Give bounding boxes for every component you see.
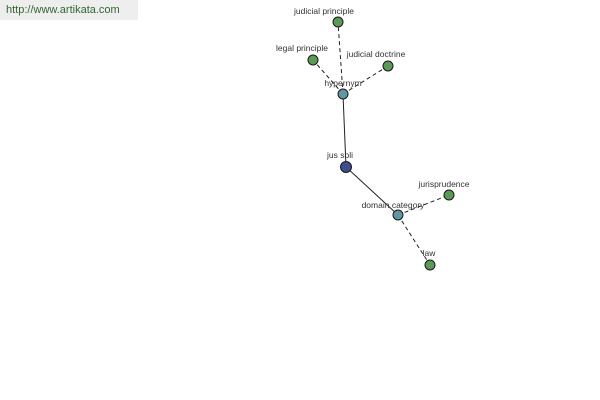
node-label-judicial-principle: judicial principle bbox=[293, 6, 354, 16]
source-url[interactable]: http://www.artikata.com bbox=[0, 0, 138, 20]
graph-edges bbox=[312, 21, 450, 266]
node-judicial-doctrine[interactable] bbox=[382, 60, 394, 72]
edge-hypernym-to-judicial-principle bbox=[337, 21, 344, 95]
graph-nodes bbox=[307, 16, 455, 271]
edge-jus-soli-to-hypernym bbox=[342, 93, 347, 168]
node-hypernym[interactable] bbox=[337, 88, 349, 100]
node-label-domain-category: domain category bbox=[362, 200, 426, 210]
node-jurisprudence[interactable] bbox=[443, 189, 455, 201]
node-domain-category[interactable] bbox=[392, 209, 404, 221]
edge-domain-category-to-law bbox=[397, 214, 431, 266]
edge-hypernym-to-judicial-doctrine bbox=[342, 65, 389, 95]
node-judicial-principle[interactable] bbox=[332, 16, 344, 28]
node-label-jus-soli: jus soli bbox=[326, 150, 353, 160]
node-label-law: law bbox=[423, 248, 437, 258]
node-label-judicial-doctrine: judicial doctrine bbox=[346, 49, 406, 59]
edge-jus-soli-to-domain-category bbox=[345, 166, 399, 216]
node-label-legal-principle: legal principle bbox=[276, 43, 328, 53]
edge-hypernym-to-legal-principle bbox=[312, 59, 344, 95]
node-law[interactable] bbox=[424, 259, 436, 271]
node-jus-soli[interactable] bbox=[340, 161, 352, 173]
graph-labels: judicial principle legal principle judicia… bbox=[276, 6, 470, 258]
node-label-hypernym: hypernym bbox=[324, 78, 361, 88]
edge-domain-category-to-jurisprudence bbox=[397, 194, 450, 216]
node-label-jurisprudence: jurisprudence bbox=[417, 179, 469, 189]
node-legal-principle[interactable] bbox=[307, 54, 319, 66]
